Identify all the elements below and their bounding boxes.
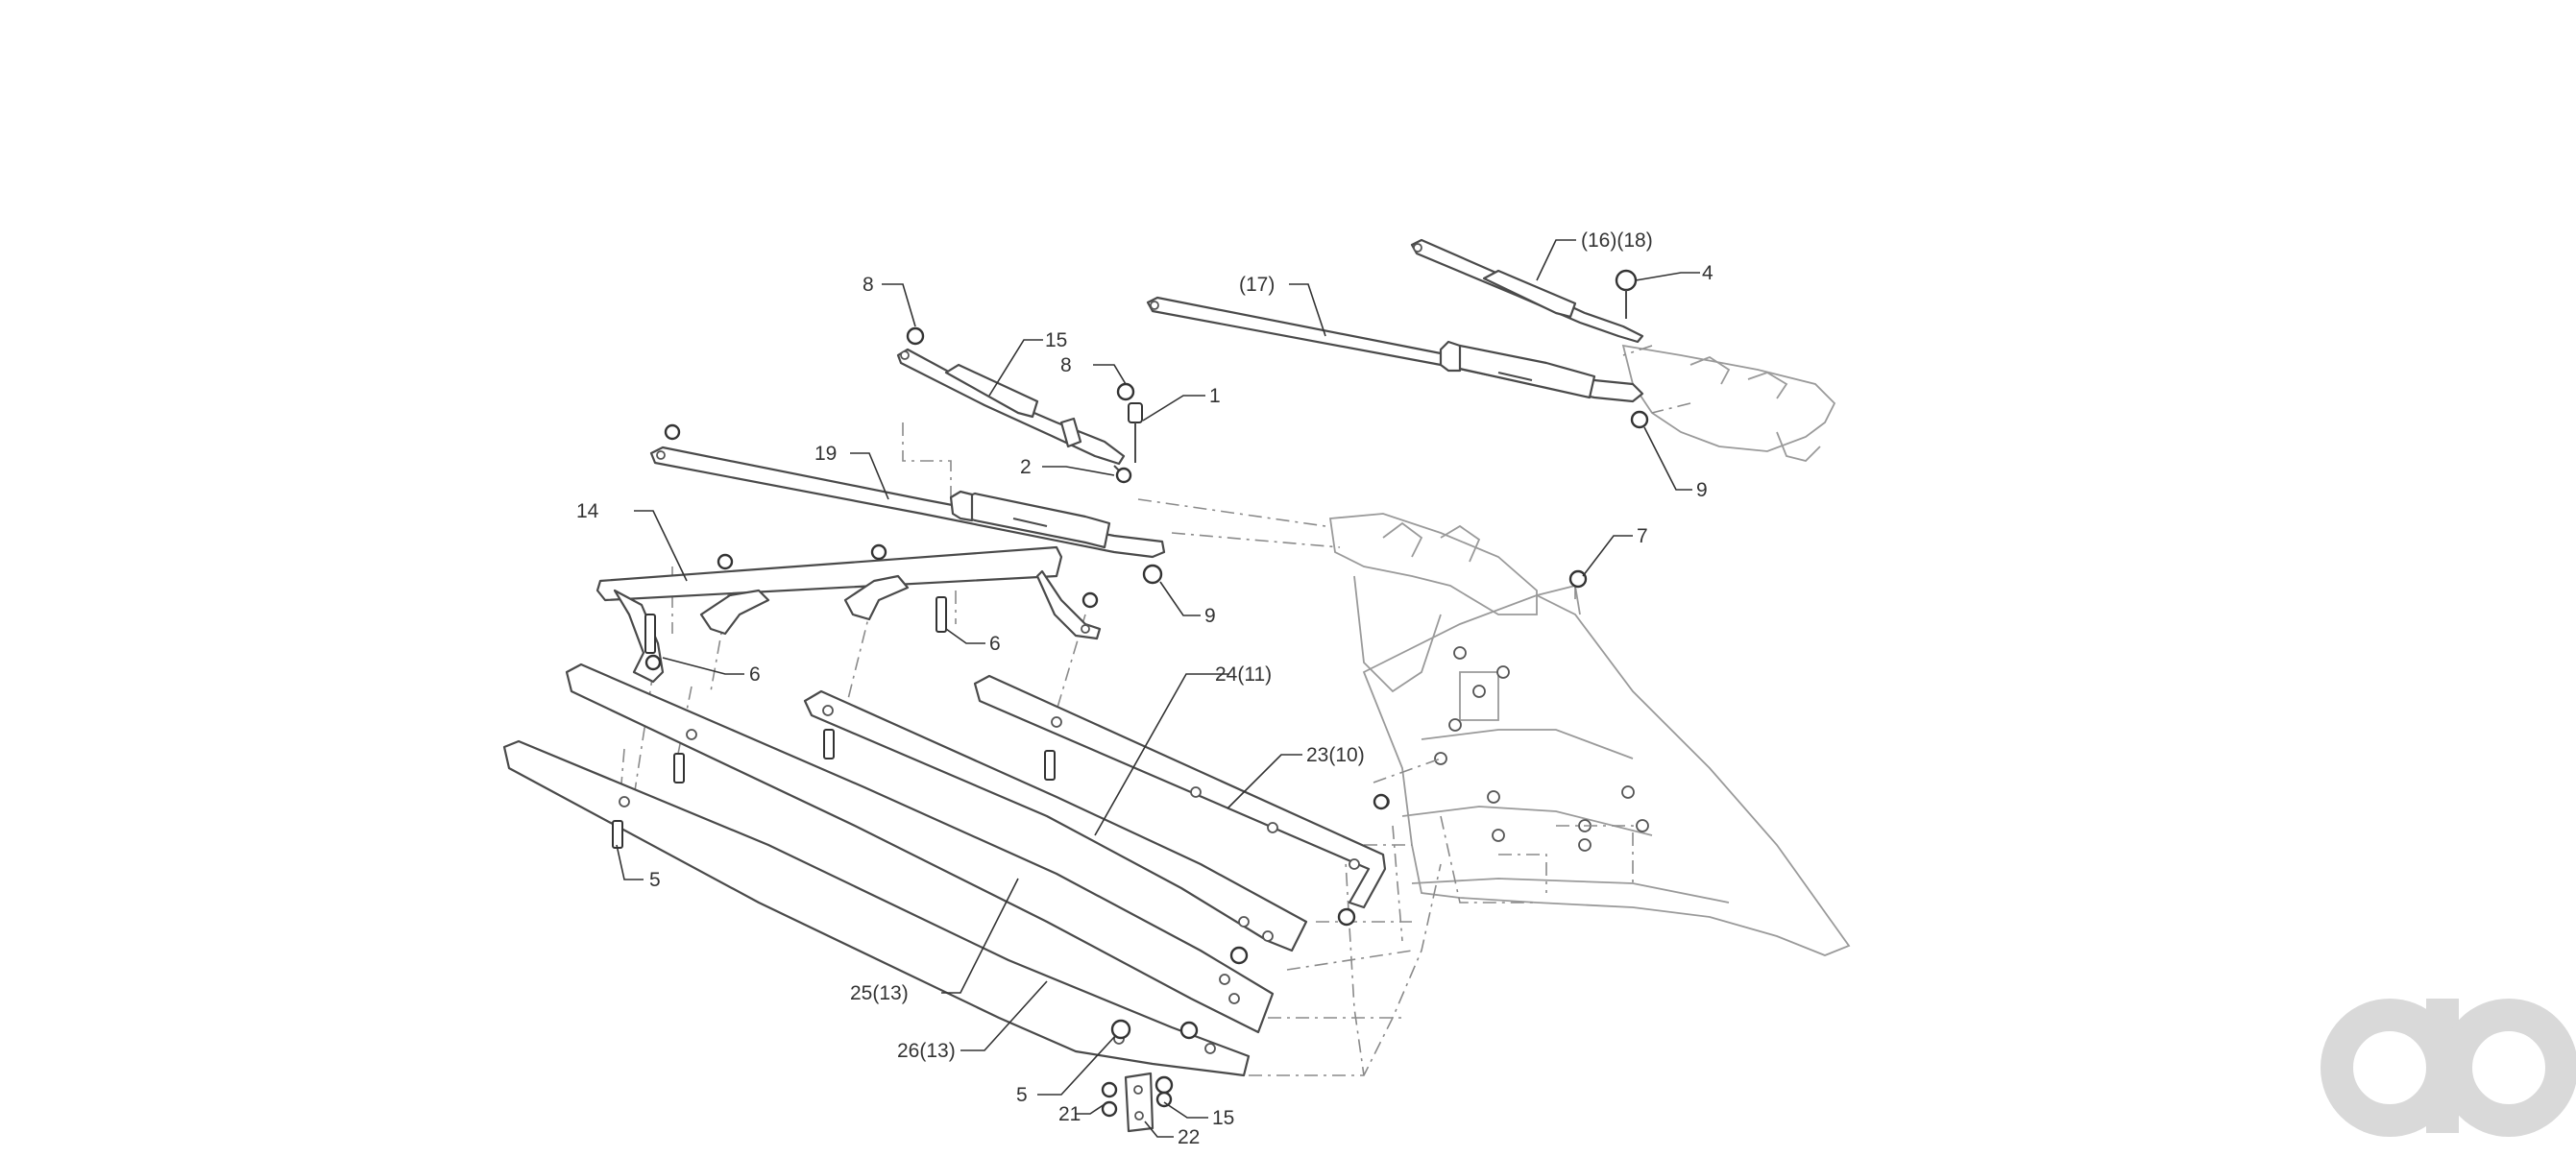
callout-2: 2 <box>1020 456 1032 478</box>
callout-15-bottom: 15 <box>1212 1107 1234 1129</box>
callout-9-left: 9 <box>1204 605 1216 627</box>
callout-1: 1 <box>1209 385 1221 407</box>
blade-25-13 <box>565 663 1275 1034</box>
nut-9-left <box>1142 564 1163 585</box>
watermark-logo <box>2321 999 2576 1137</box>
rear-linkage-ghost <box>1621 344 1836 462</box>
nut-8-top <box>906 326 925 346</box>
blade-26-13 <box>502 739 1251 1077</box>
callout-5-upper: 5 <box>649 869 661 891</box>
callout-22: 22 <box>1178 1126 1200 1148</box>
nut-7 <box>1568 569 1588 589</box>
pin-2 <box>1115 467 1132 484</box>
plough-body-ghost <box>1362 584 1851 956</box>
callout-7: 7 <box>1637 525 1648 547</box>
callout-25-13: 25(13) <box>850 982 909 1004</box>
lift-rod-17 <box>1146 296 1644 403</box>
bolt-1 <box>1128 402 1143 423</box>
top-link-16-18 <box>1410 238 1644 344</box>
nut-9-right <box>1630 410 1649 429</box>
blade-23-10 <box>973 674 1387 909</box>
callout-23-10: 23(10) <box>1306 744 1365 766</box>
nut-8-mid <box>1116 382 1135 401</box>
leader-lines <box>616 239 1700 1138</box>
callout-26-13: 26(13) <box>897 1040 956 1062</box>
blade-24-11 <box>803 689 1308 952</box>
callout-14: 14 <box>576 500 599 522</box>
callout-labels: 8 15 8 1 2 (17) (16)(18) 4 9 19 14 7 9 6… <box>576 229 1713 1148</box>
callout-15-top: 15 <box>1045 329 1067 351</box>
pin-4 <box>1615 269 1638 292</box>
callout-6-left: 6 <box>749 663 761 686</box>
bolt-6-b <box>936 596 947 633</box>
callout-6-right: 6 <box>989 633 1001 655</box>
front-link-15 <box>896 348 1126 466</box>
callout-17: (17) <box>1239 274 1275 296</box>
bolt-6-a <box>644 614 656 654</box>
link-rod-19 <box>649 446 1166 559</box>
callout-8-mid: 8 <box>1060 354 1072 376</box>
callout-19: 19 <box>814 443 837 465</box>
callout-16-18: (16)(18) <box>1581 229 1653 252</box>
callout-21: 21 <box>1058 1103 1081 1125</box>
callout-8-top: 8 <box>863 274 874 296</box>
callout-9-right: 9 <box>1696 479 1708 501</box>
callout-24-11: 24(11) <box>1215 663 1272 686</box>
callout-4: 4 <box>1702 262 1713 284</box>
plate-22 <box>1124 1072 1154 1133</box>
callout-5-lower: 5 <box>1016 1084 1028 1106</box>
fasteners <box>612 269 1649 1118</box>
